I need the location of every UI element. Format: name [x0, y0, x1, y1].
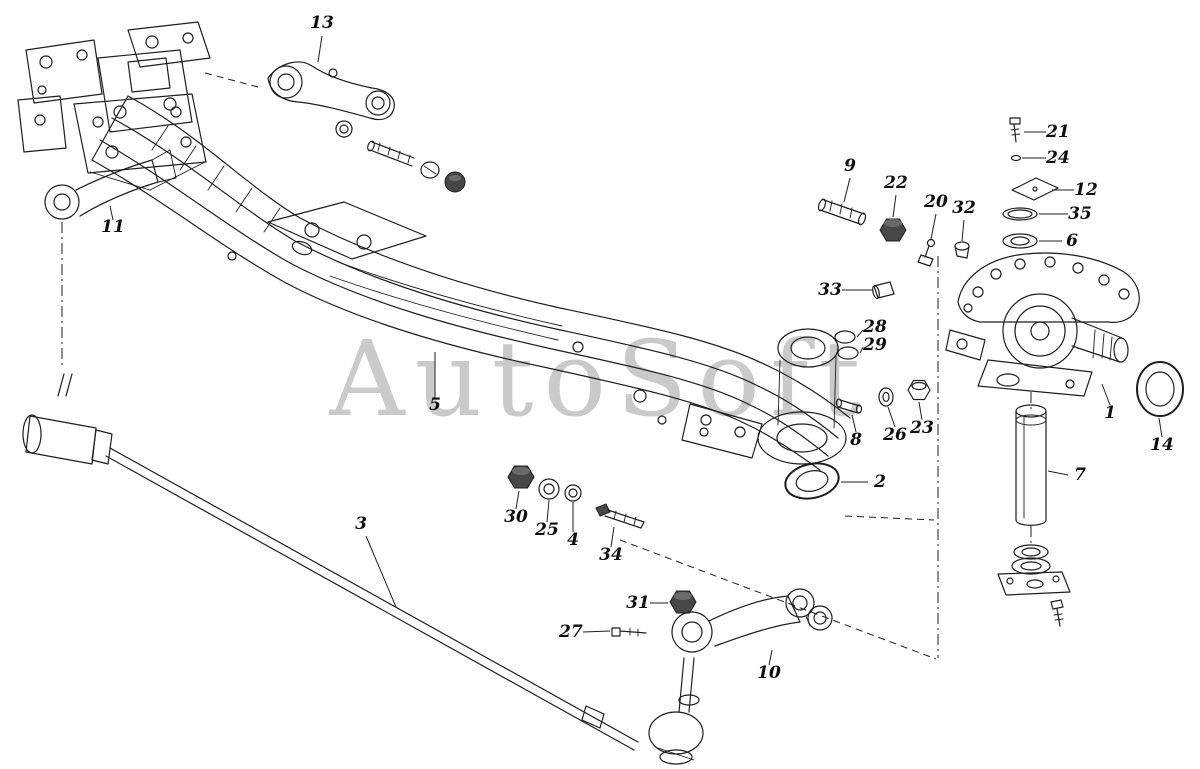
- steering-knuckle-right: [945, 252, 1140, 397]
- part-callout-29: 29: [862, 335, 887, 355]
- upper-lever-assembly: [267, 61, 466, 193]
- mid-small-parts: [784, 198, 970, 500]
- knuckle-arm-left: [44, 149, 177, 220]
- part-callout-11: 11: [101, 217, 125, 237]
- part-callout-28: 28: [862, 317, 887, 337]
- part-callout-23: 23: [909, 418, 934, 438]
- leader-line-23: [918, 401, 923, 421]
- leader-line-13: [317, 35, 323, 63]
- part-callout-32: 32: [952, 198, 976, 218]
- leader-line-9: [843, 177, 851, 203]
- construction-lines: [61, 72, 1032, 660]
- lower-small-parts: [507, 465, 645, 529]
- leader-line-28: [856, 329, 864, 338]
- part-callout-33: 33: [818, 280, 842, 300]
- part-callout-3: 3: [355, 514, 367, 534]
- part-callout-1: 1: [1104, 403, 1116, 423]
- part-callout-20: 20: [923, 192, 948, 212]
- part-callout-24: 24: [1045, 148, 1070, 168]
- steering-arm-assembly: [611, 588, 833, 653]
- kingpin-assembly: [997, 404, 1071, 627]
- leader-line-34: [610, 526, 615, 548]
- part-callout-5: 5: [429, 395, 441, 415]
- leader-line-32: [961, 219, 965, 242]
- leader-line-30: [515, 490, 520, 510]
- part-callout-12: 12: [1074, 180, 1098, 200]
- leader-line-22: [892, 194, 897, 218]
- part-callout-9: 9: [844, 156, 856, 176]
- leader-line-10: [768, 649, 773, 666]
- leader-line-7: [1047, 470, 1069, 476]
- leader-line-3: [365, 535, 397, 608]
- top-right-fasteners: [1002, 117, 1059, 249]
- hub-seal-ring: [1136, 361, 1184, 417]
- part-callout-22: 22: [883, 173, 908, 193]
- leader-line-29: [859, 346, 864, 354]
- leader-line-11: [109, 205, 114, 221]
- part-callout-4: 4: [567, 530, 579, 550]
- part-callout-27: 27: [558, 622, 583, 642]
- leader-line-8: [851, 414, 857, 433]
- part-callout-10: 10: [757, 663, 781, 683]
- part-callout-8: 8: [849, 430, 862, 450]
- part-callout-34: 34: [599, 545, 623, 565]
- stud-bolt: [367, 140, 415, 167]
- leader-line-1: [1101, 383, 1111, 406]
- leader-line-20: [930, 213, 937, 240]
- part-callout-2: 2: [873, 472, 886, 492]
- tie-rod-assembly: [22, 373, 704, 765]
- leader-line-14: [1158, 417, 1163, 438]
- part-callout-26: 26: [882, 425, 907, 445]
- part-callout-30: 30: [504, 507, 528, 527]
- part-callout-6: 6: [1066, 231, 1078, 251]
- part-callout-7: 7: [1074, 465, 1086, 485]
- part-callout-35: 35: [1068, 204, 1092, 224]
- part-callout-31: 31: [626, 593, 650, 613]
- part-callout-13: 13: [310, 13, 334, 33]
- axle-beam: [91, 95, 851, 471]
- part-callout-25: 25: [534, 520, 559, 540]
- part-callout-14: 14: [1150, 435, 1174, 455]
- part-callout-21: 21: [1045, 122, 1070, 142]
- left-bracket-assembly: [17, 21, 211, 191]
- leader-line-26: [887, 406, 896, 428]
- leader-line-25: [546, 499, 550, 523]
- leader-line-27: [582, 630, 611, 633]
